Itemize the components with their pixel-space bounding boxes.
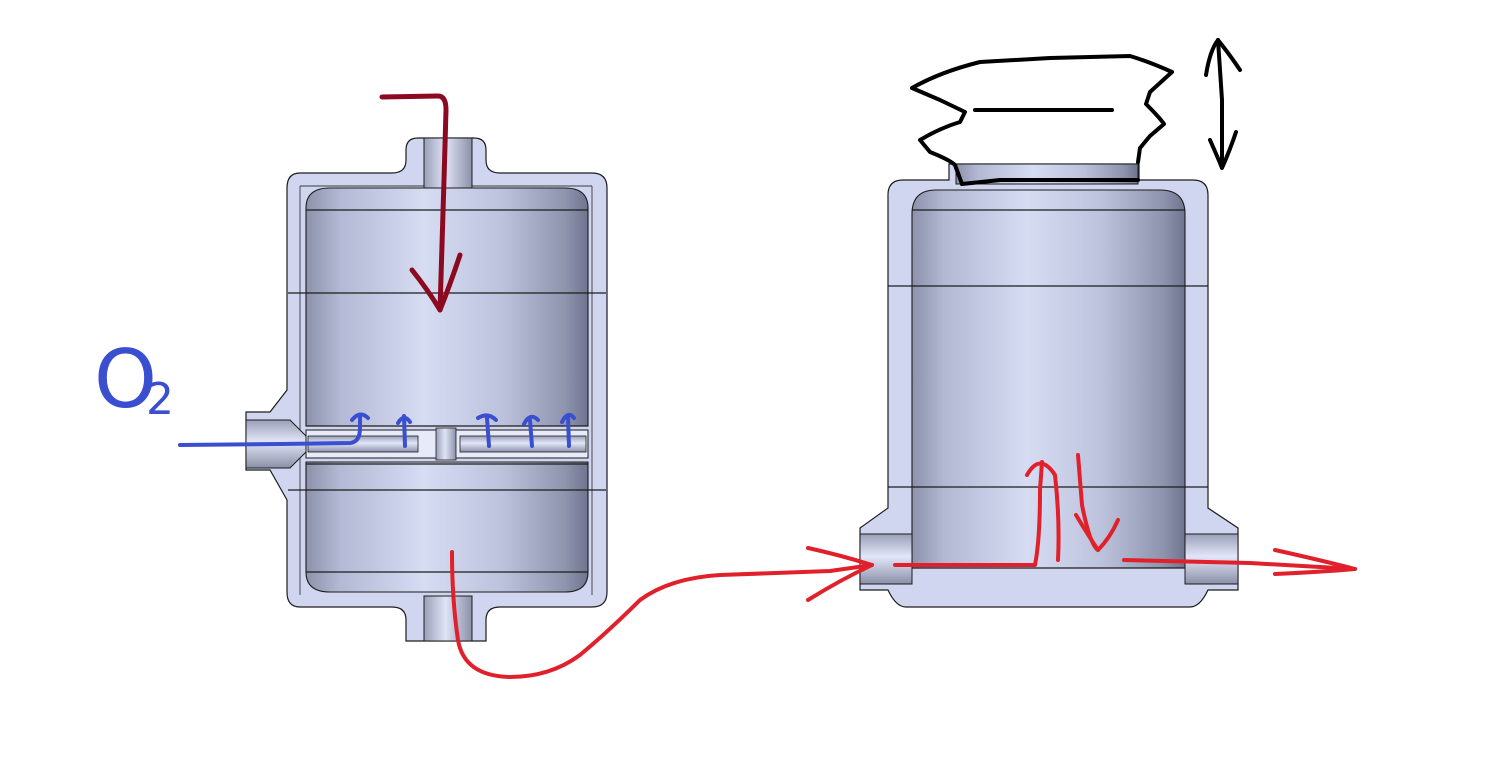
reactor-vessel xyxy=(246,138,607,641)
reactor-inlet-neck xyxy=(424,138,472,188)
gas-subscript: 2 xyxy=(146,374,174,425)
reactor-upper-chamber xyxy=(306,188,588,426)
distributor-center-post xyxy=(436,428,456,460)
cylinder-outlet-port xyxy=(1185,534,1238,584)
cylinder-inlet-port xyxy=(860,534,912,584)
piston-cylinder xyxy=(860,164,1238,607)
oxygen-label: O 2 xyxy=(94,333,174,426)
double-headed-arrow xyxy=(1206,40,1240,168)
reactor-outlet-neck xyxy=(424,596,472,641)
piston-body xyxy=(912,190,1185,568)
